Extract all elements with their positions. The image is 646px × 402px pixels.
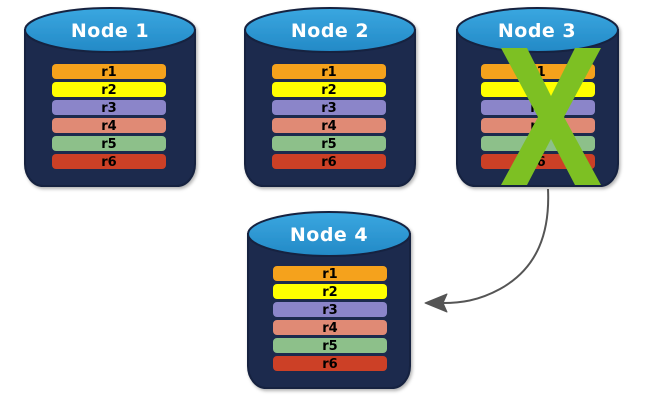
row-item: r3 (52, 100, 166, 116)
row-item: r5 (272, 136, 386, 152)
row-label: r1 (322, 267, 337, 282)
row-bar[interactable] (52, 100, 166, 115)
row-bar[interactable] (273, 284, 387, 299)
row-item: r2 (52, 82, 166, 98)
row-label: r5 (101, 137, 116, 152)
row-bar[interactable] (52, 64, 166, 79)
node-title: Node 1 (71, 20, 149, 42)
row-item: r4 (273, 320, 387, 336)
row-item: r3 (272, 100, 386, 116)
cylinder-top (24, 7, 196, 53)
row-bar[interactable] (272, 118, 386, 133)
node-title: Node 3 (498, 20, 576, 42)
row-label: r3 (321, 101, 336, 116)
node-title: Node 4 (290, 224, 368, 246)
row-item: r6 (52, 154, 166, 170)
arrow-curve (442, 188, 550, 304)
row-item: r3 (273, 302, 387, 318)
row-item: r1 (52, 64, 166, 80)
row-list: r1 r2 r3 r4 r5 r6 (272, 64, 386, 170)
recovery-arrow (424, 188, 550, 313)
row-label: r4 (101, 119, 116, 134)
row-label: r2 (322, 285, 337, 300)
row-item: r1 (272, 64, 386, 80)
row-label: r1 (101, 65, 116, 80)
row-bar[interactable] (273, 302, 387, 317)
row-label: r2 (321, 83, 336, 98)
row-label: r6 (101, 155, 116, 170)
row-list: r1 r2 r3 r4 r5 r6 (273, 266, 387, 372)
row-item: r6 (272, 154, 386, 170)
node-cylinder-node2[interactable]: Node 2 r1 r2 r3 r4 r5 (244, 7, 416, 187)
row-bar[interactable] (52, 82, 166, 97)
row-label: r4 (322, 321, 337, 336)
row-item: r2 (273, 284, 387, 300)
cylinder-top (456, 7, 619, 53)
node-cylinder-node4[interactable]: Node 4 r1 r2 r3 r4 r5 (247, 211, 411, 389)
row-item: r1 (273, 266, 387, 282)
row-list: r1 r2 r3 r4 r5 r6 (52, 64, 166, 170)
row-bar[interactable] (272, 154, 386, 169)
row-bar[interactable] (272, 82, 386, 97)
row-item: r4 (272, 118, 386, 134)
row-bar[interactable] (272, 100, 386, 115)
row-bar[interactable] (52, 136, 166, 151)
row-item: r4 (52, 118, 166, 134)
green-x-mark (501, 48, 601, 185)
arrow-head (424, 293, 448, 313)
row-bar[interactable] (272, 64, 386, 79)
row-bar[interactable] (273, 356, 387, 371)
row-bar[interactable] (273, 338, 387, 353)
row-item: r6 (273, 356, 387, 372)
row-label: r6 (322, 357, 337, 372)
row-label: r1 (321, 65, 336, 80)
row-bar[interactable] (52, 118, 166, 133)
row-bar[interactable] (273, 320, 387, 335)
row-label: r3 (101, 101, 116, 116)
cylinder-top (244, 7, 416, 53)
row-label: r5 (321, 137, 336, 152)
row-label: r6 (321, 155, 336, 170)
row-label: r4 (321, 119, 336, 134)
row-item: r5 (52, 136, 166, 152)
row-item: r2 (272, 82, 386, 98)
node-title: Node 2 (291, 20, 369, 42)
row-bar[interactable] (52, 154, 166, 169)
row-bar[interactable] (272, 136, 386, 151)
row-label: r3 (322, 303, 337, 318)
row-label: r5 (322, 339, 337, 354)
node-cylinder-node1[interactable]: Node 1 r1 r2 r3 r4 r5 (24, 7, 196, 187)
x-mark-shape (501, 48, 601, 185)
row-item: r5 (273, 338, 387, 354)
row-bar[interactable] (273, 266, 387, 281)
cylinder-top (247, 211, 411, 257)
row-label: r2 (101, 83, 116, 98)
